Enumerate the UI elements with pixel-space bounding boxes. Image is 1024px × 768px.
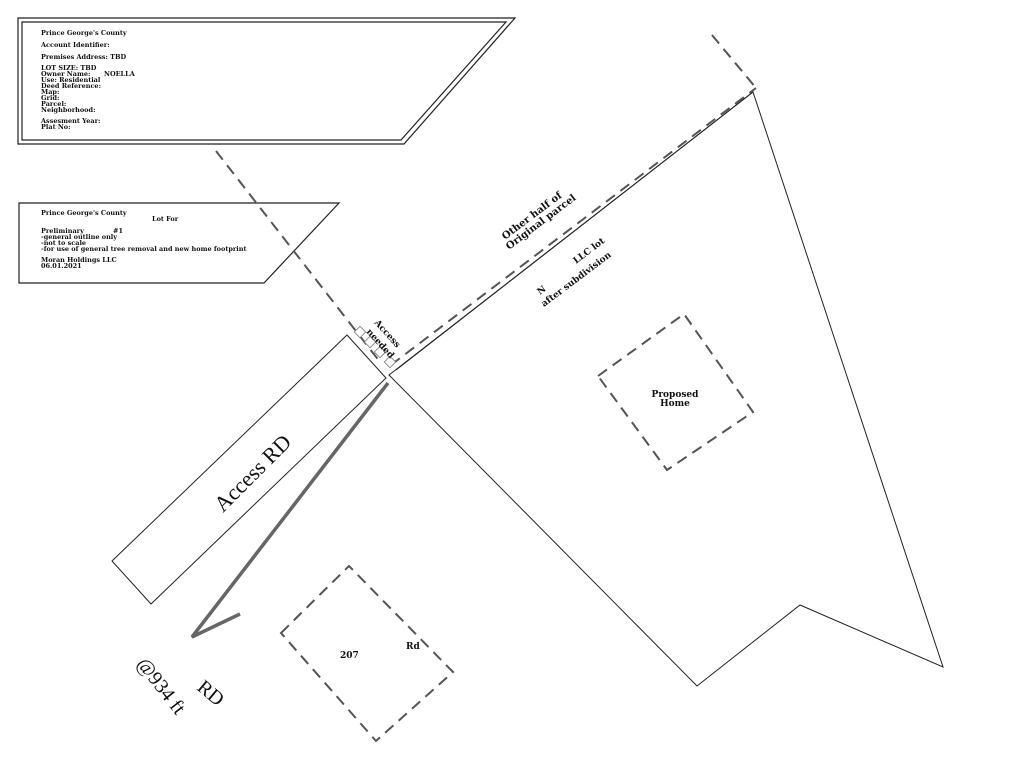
owner-name-value: NOELLA: [104, 70, 136, 78]
proposed-home-line2: Home: [660, 399, 690, 409]
prelim-note-2: -not to scale: [41, 239, 86, 247]
access-arrow: [190, 381, 390, 639]
premises-address: Premises Address: TBD: [41, 53, 127, 61]
account-identifier: Account Identifier:: [40, 41, 110, 49]
access-hatch-marks: [353, 325, 397, 369]
access-road-outline: [111, 334, 387, 605]
deed-reference: Deed Reference:: [41, 82, 101, 90]
prelim-date: 06.01.2021: [41, 262, 82, 270]
plat-no: Plat No:: [41, 123, 71, 131]
proposed-home-line1: Proposed: [652, 390, 700, 400]
grid-field: Grid:: [41, 94, 59, 102]
prelim-lot-for: Lot For: [152, 215, 179, 223]
parcel-field: Parcel:: [41, 100, 66, 108]
lot-size: LOT SIZE: TBD: [41, 64, 97, 72]
prelim-note-3: -for use of general tree removal and new…: [41, 245, 247, 253]
prelim-number: #1: [113, 227, 123, 235]
llc-lot-outline: [388, 91, 944, 687]
assessment-year: Assesment Year:: [40, 117, 100, 125]
prelim-company: Moran Holdings LLC: [41, 256, 117, 264]
owner-name-label: Owner Name:: [41, 70, 90, 78]
access-rd-label: Access RD: [209, 429, 296, 516]
use-type: Use: Residential: [41, 76, 101, 84]
account-county: Prince George's County: [41, 29, 127, 37]
prelim-county: Prince George's County: [41, 209, 127, 217]
lot-north-boundary: [395, 91, 754, 371]
proposed-home-footprint: [596, 312, 755, 472]
map-field: Map:: [41, 88, 59, 96]
rd-small-label: Rd: [406, 642, 420, 652]
leader-dashed-line: [215, 150, 381, 363]
parcel-split-dashed-line: [390, 87, 757, 366]
lot-207-label: 207: [340, 651, 359, 661]
account-info-box: Prince George's County Account Identifie…: [17, 17, 517, 145]
distance-label: @934 ft: [132, 654, 190, 720]
rd-big-label: RD: [193, 676, 228, 711]
lot-207-footprint: [279, 564, 455, 743]
preliminary-note-box: Prince George's County Lot For Prelimina…: [18, 202, 341, 284]
prelim-note-1: -general outline only: [41, 233, 117, 241]
neighborhood-field: Neighborhood:: [41, 106, 95, 114]
parcel-extension-dashed-line: [711, 34, 757, 89]
prelim-title: Preliminary: [41, 227, 84, 235]
